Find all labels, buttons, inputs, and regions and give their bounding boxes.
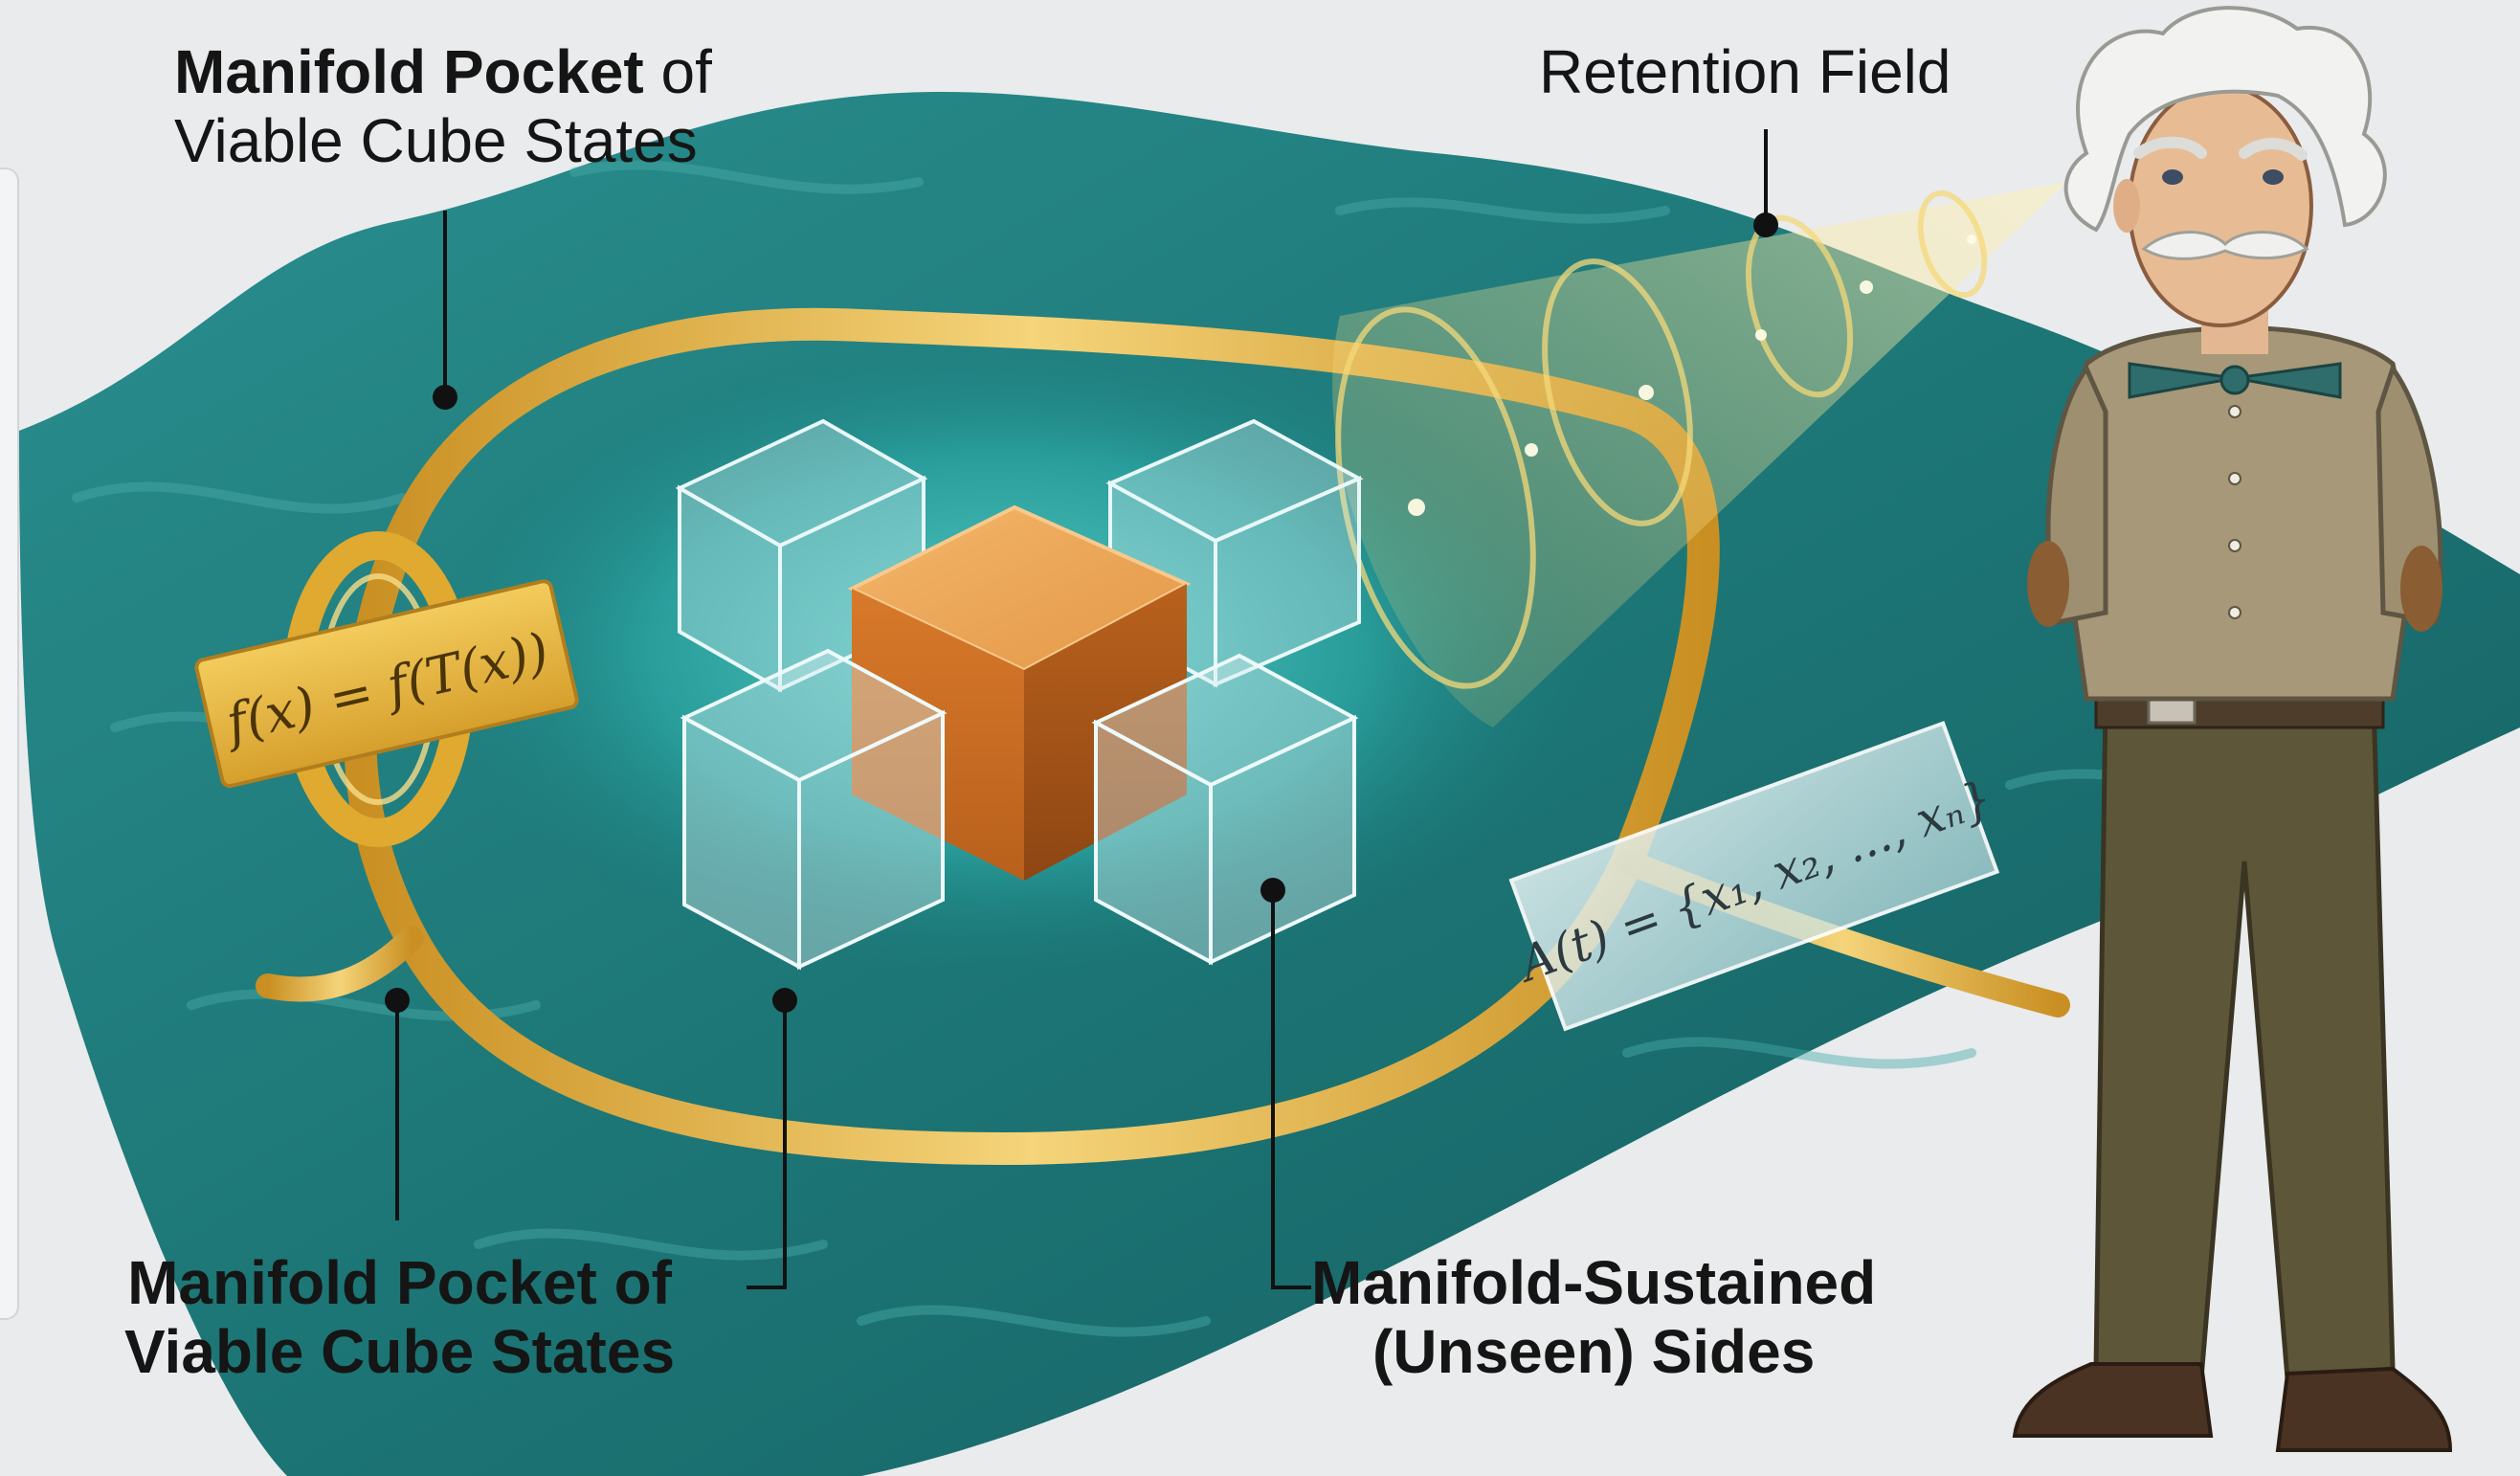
- leader-lines: [395, 129, 1768, 1289]
- glass-cube-front-right: [1091, 653, 1359, 966]
- retention-beam: [1332, 182, 2067, 727]
- scientist-figure: [2012, 6, 2453, 1452]
- label-top-left-line2: Viable Cube States: [174, 105, 698, 175]
- label-bottom-left-line2: Viable Cube States: [124, 1316, 676, 1386]
- label-manifold-pocket-bottom: Manifold Pocket of Viable Cube States: [124, 1248, 676, 1386]
- label-bottom-left-line1: Manifold Pocket of: [127, 1248, 672, 1317]
- label-manifold-sustained-sides: Manifold-Sustained (Unseen) Sides: [1311, 1248, 1877, 1386]
- label-bottom-right-line2: (Unseen) Sides: [1372, 1316, 1816, 1386]
- label-retention-field: Retention Field: [1539, 37, 1951, 106]
- leader-dots: [385, 212, 1778, 1013]
- window-edge: [0, 168, 19, 1320]
- orange-cube: [847, 504, 1192, 881]
- glass-cube-front-left: [680, 648, 948, 971]
- label-bottom-right-line1: Manifold-Sustained: [1311, 1248, 1877, 1317]
- label-top-left-bold: Manifold Pocket: [174, 37, 644, 106]
- label-manifold-pocket-top: Manifold Pocket of Viable Cube States: [174, 37, 712, 175]
- label-top-left-rest: of: [643, 37, 712, 106]
